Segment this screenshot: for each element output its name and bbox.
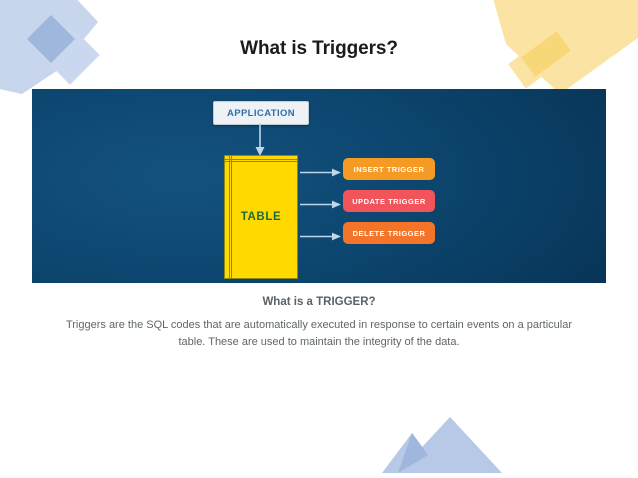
delete-trigger-box: DELETE TRIGGER	[343, 222, 435, 244]
table-label: TABLE	[240, 211, 282, 223]
arrow-to-update-trigger-icon	[300, 196, 342, 209]
arrow-to-insert-trigger-icon	[300, 164, 342, 177]
table-spine-left	[229, 156, 232, 278]
page-title: What is Triggers?	[240, 38, 398, 59]
triangle-large	[398, 417, 502, 473]
triangle-overlap	[398, 433, 428, 473]
diagram-panel: APPLICATION TABLE	[32, 89, 606, 283]
table-spine-top	[225, 159, 297, 162]
insert-trigger-box: INSERT TRIGGER	[343, 158, 435, 180]
decoration-bottom	[380, 411, 520, 478]
triangle-small	[382, 433, 442, 473]
arrow-to-delete-trigger-icon	[300, 228, 342, 241]
caption-body: Triggers are the SQL codes that are auto…	[65, 319, 573, 349]
update-trigger-box: UPDATE TRIGGER	[343, 190, 435, 212]
application-label: APPLICATION	[226, 107, 296, 119]
insert-trigger-label: INSERT TRIGGER	[353, 164, 425, 174]
application-box: APPLICATION	[213, 101, 309, 125]
update-trigger-label: UPDATE TRIGGER	[352, 196, 426, 206]
delete-trigger-label: DELETE TRIGGER	[352, 228, 426, 238]
caption-heading: What is a TRIGGER?	[262, 296, 376, 308]
application-to-table-arrow-icon	[255, 123, 265, 157]
table-box: TABLE	[224, 155, 298, 279]
